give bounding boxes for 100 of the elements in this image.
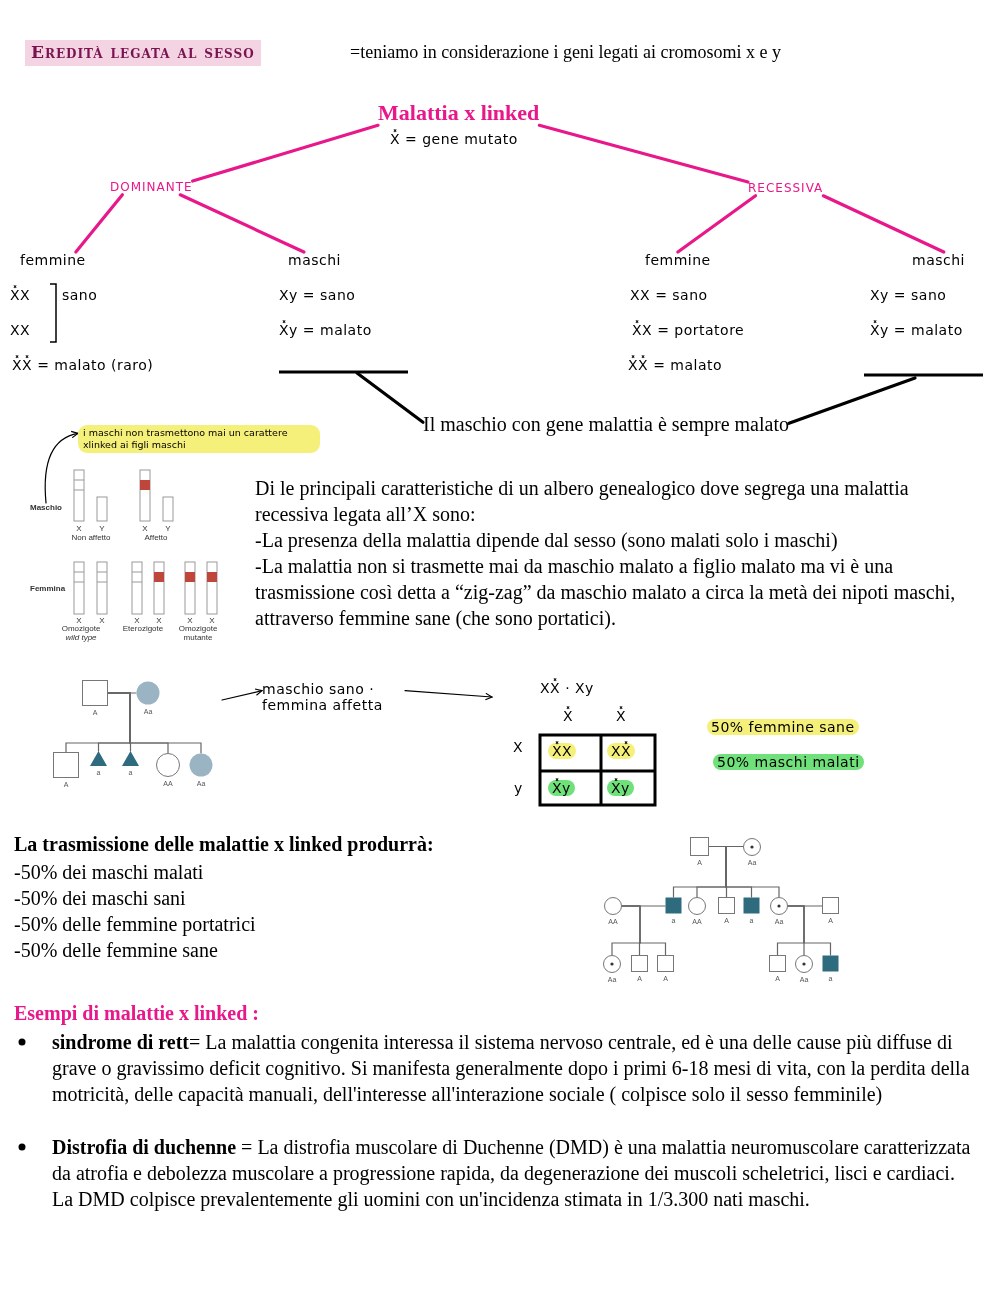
row-label: Femmina (30, 584, 66, 594)
connector-line (676, 194, 758, 254)
punnett-cell: X̽X (548, 743, 577, 760)
chromosome-label: X (208, 616, 216, 626)
genotype-label: X̽X (10, 287, 31, 304)
pedigree-circle (604, 897, 622, 915)
chromosome-label: X (98, 616, 106, 626)
chromosome-caption: Omozigote wild type (60, 624, 102, 643)
pedigree-square (822, 897, 839, 914)
highlighted-note: 50% maschi malati (713, 754, 864, 771)
arrow (221, 688, 263, 701)
genotype-label: X̽X̽ = malato (628, 357, 723, 374)
connector-line (178, 193, 306, 254)
category-label: femmine (20, 252, 86, 269)
pedigree-triangle (90, 751, 107, 766)
category-label: femmine (645, 252, 711, 269)
category-label: maschi (288, 252, 341, 269)
chromosome-label: Y (164, 524, 172, 534)
highlighted-note: 50% femmine sane (707, 719, 859, 736)
pedigree-circle (688, 897, 706, 915)
pedigree-square (657, 955, 674, 972)
chromosome-caption: Omozigote mutante (177, 624, 219, 643)
connector-line (537, 123, 750, 184)
chromosome-caption: Eterozigote (121, 624, 165, 634)
pedigree-circle (189, 753, 213, 777)
gamete-label: X̽ (616, 708, 627, 725)
pedigree-square (690, 837, 709, 856)
chromosome-label: X (155, 616, 163, 626)
statement-text: Il maschio con gene malattia è sempre malato (423, 413, 789, 436)
pedigree-circle (136, 681, 160, 705)
title: Eredità legata al sesso (25, 40, 261, 66)
pedigree-square (769, 955, 786, 972)
row-label: Maschio (30, 503, 62, 513)
arrow (404, 690, 493, 701)
paragraph: Di le principali caratteristiche di un albero genealogico dove segrega una malattia recessiva legata all’X sono: (255, 476, 910, 527)
branch-label: RECESSIVA (748, 182, 824, 196)
pedigree-circle (743, 838, 761, 856)
genotype-label: XX = sano (630, 287, 708, 304)
pedigree-circle (603, 955, 621, 973)
chromosome-label: X (75, 524, 83, 534)
pedigree-square (743, 897, 760, 914)
pedigree-square (718, 897, 735, 914)
highlighted-note: i maschi non trasmettono mai un carattere xlinked ai figli maschi (78, 425, 320, 453)
chromosome-label: Y (98, 524, 106, 534)
genotype-label: Xy = sano (870, 287, 947, 304)
branch-label: DOMINANTE (110, 181, 193, 195)
chromosome-label: X (186, 616, 194, 626)
bullet-text: sindrome di rett= La malattia congenita interessa il sistema nervoso centrale, ed è una delle cause più diffuse di grave o gravissimo deficit cognitivo. Si manifesta generalmente dopo i primi 6-18 mesi di vita, con la perdita della motricità, delle capacità manuali, dell'interesse all'interazione sociale ( colpisce solo il sesso femminile) (52, 1030, 971, 1107)
section-heading: La trasmissione delle malattie x linked produrrà: (14, 833, 434, 856)
pedigree-triangle (122, 751, 139, 766)
genotype-label: XX (10, 322, 31, 339)
section-heading: Esempi di malattie x linked : (14, 1002, 259, 1025)
punnett-cell: X̽y (548, 780, 575, 797)
chromosome-label: X (133, 616, 141, 626)
chromosome-label: X (75, 616, 83, 626)
pedigree-line (787, 905, 832, 956)
genotype-label: sano (62, 287, 98, 304)
punnett-cell: XX̽ (607, 743, 636, 760)
list-item: -50% delle femmine portatrici (14, 912, 256, 937)
category-label: maschi (912, 252, 965, 269)
genotype-label: Xy = sano (279, 287, 356, 304)
bullet-text: Distrofia di duchenne = La distrofia muscolare di Duchenne (DMD) è una malattia neuromuscolare caratterizzata da atrofia e debolezza muscolare a progressione rapida, da degenerazione dei muscoli scheletrici, lisci e cardiaci. La DMD colpisce prevalentemente gli uomini con un'incidenza stimata in 1/3.300 nati maschi. (52, 1135, 972, 1212)
list-item: -50% dei maschi sani (14, 886, 186, 911)
pedigree-square (53, 752, 79, 778)
paragraph: -La presenza della malattia dipende dal sesso (sono malati solo i maschi) (255, 528, 839, 553)
chromosome-caption: Affetto (143, 533, 169, 543)
pedigree-square (665, 897, 682, 914)
connector-line (787, 376, 917, 425)
pedigree-square (631, 955, 648, 972)
list-item: -50% delle femmine sane (14, 938, 218, 963)
pedigree-square (822, 955, 839, 972)
genotype-label: XX̽ · Xy (540, 680, 594, 697)
pedigree-circle (156, 753, 180, 777)
pedigree-line (708, 845, 780, 898)
gamete-label: X (513, 739, 524, 756)
genotype-label: X̽X̽ = malato (raro) (12, 357, 154, 374)
legend-note: X̽ = gene mutato (390, 131, 518, 148)
pedigree-line (107, 692, 202, 754)
handwritten-note: maschio sano · femmina affetta (262, 681, 405, 714)
pedigree-circle (770, 897, 788, 915)
gamete-label: y (514, 780, 523, 797)
genotype-label: X̽y = malato (279, 322, 372, 339)
pedigree-square (82, 680, 108, 706)
connector-line (821, 194, 946, 254)
list-item: -50% dei maschi malati (14, 860, 204, 885)
heading-text: Malattia x linked (378, 100, 540, 126)
description-text: =teniamo in considerazione i geni legati ai cromosomi x e y (350, 42, 782, 63)
gamete-label: X̽ (563, 708, 574, 725)
pedigree-circle (795, 955, 813, 973)
punnett-cell: X̽y (607, 780, 634, 797)
paragraph: -La malattia non si trasmette mai da maschio malato a figlio malato ma vi è una trasmissione così detta a “zig-zag” da maschio malato a circa la metà dei nipoti maschi, attraverso femmine sane (che sono portatici). (255, 554, 957, 631)
chromosome-caption: Non affetto (70, 533, 112, 543)
connector-line (355, 371, 425, 424)
pedigree-line (621, 905, 667, 956)
arrow (44, 431, 79, 504)
chromosome-label: X (141, 524, 149, 534)
connector-line (191, 123, 380, 183)
genotype-label: X̽X = portatore (632, 322, 745, 339)
connector-line (74, 193, 124, 254)
genotype-label: X̽y = malato (870, 322, 963, 339)
